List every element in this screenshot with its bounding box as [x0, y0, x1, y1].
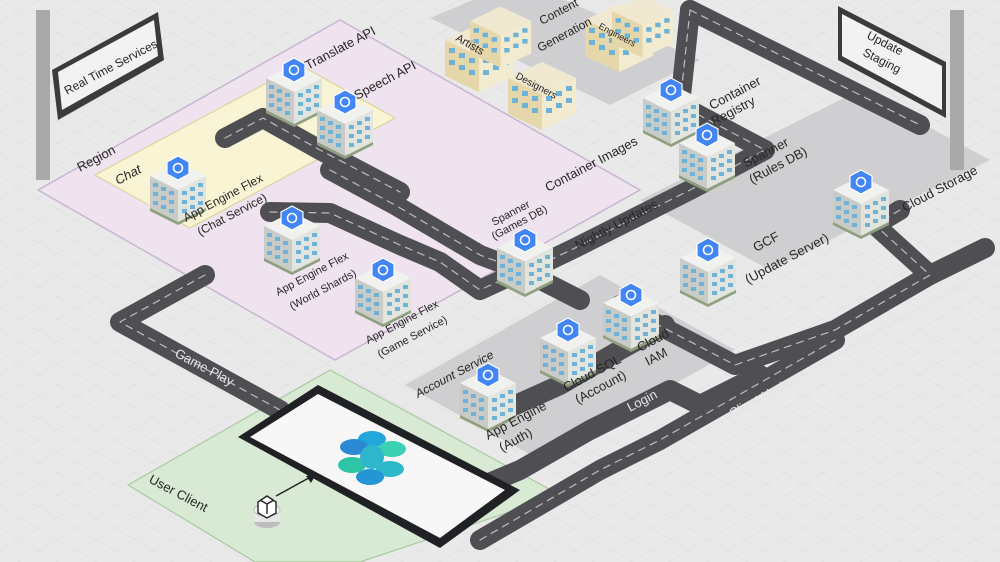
game-logo-icon — [338, 431, 406, 485]
zone-update-staging — [640, 90, 990, 270]
user-client-phone — [238, 385, 520, 548]
road-network — [110, 0, 995, 550]
unity-engine-icon — [253, 495, 281, 528]
billboard-update-staging: Update Staging — [838, 6, 964, 170]
